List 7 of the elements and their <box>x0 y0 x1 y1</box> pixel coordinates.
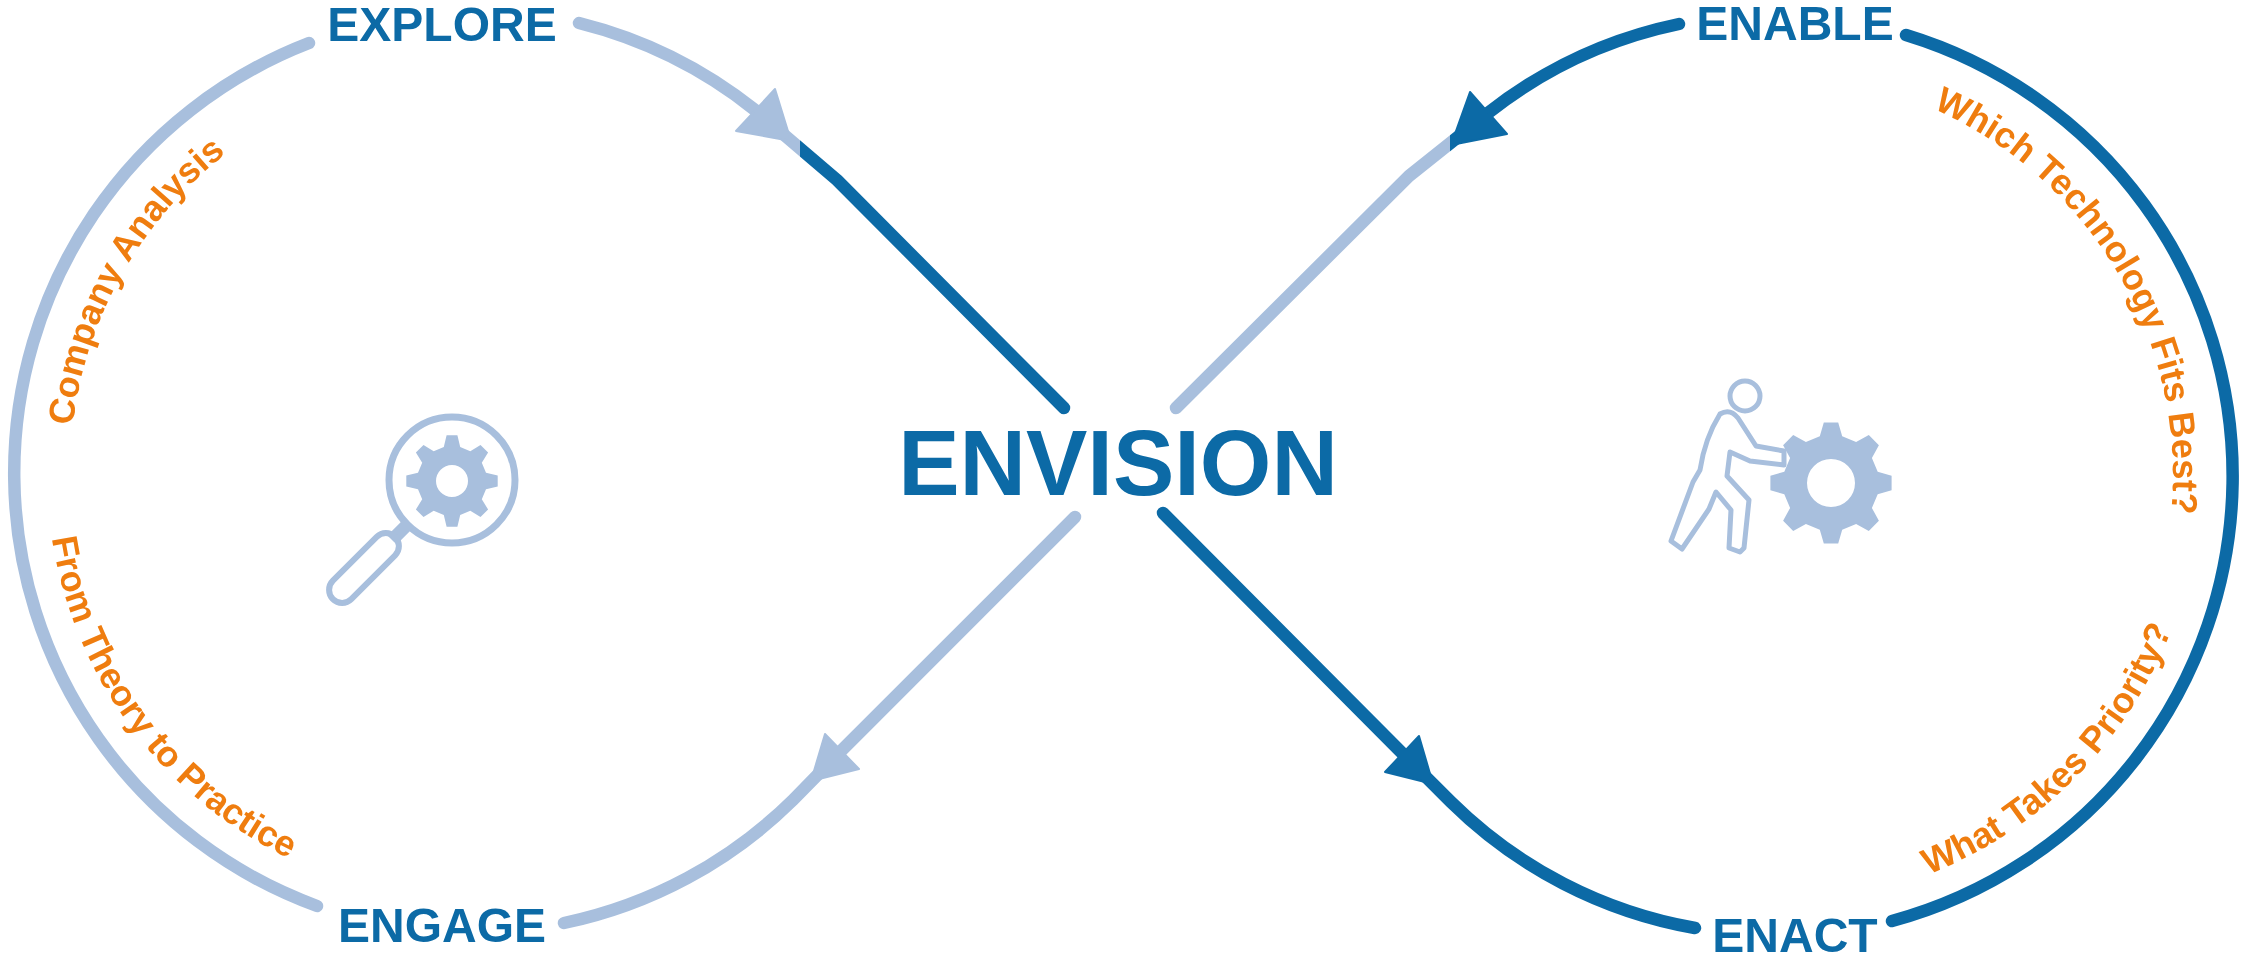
stage-title: ENGAGE <box>338 902 546 950</box>
stage-title: ENACT <box>1712 912 1878 960</box>
stage-title: ENABLE <box>1696 0 1894 48</box>
center-title: ENVISION <box>898 417 1338 509</box>
arc-line <box>1885 28 2239 928</box>
stage-title: EXPLORE <box>327 1 557 49</box>
arc-line <box>8 36 324 913</box>
